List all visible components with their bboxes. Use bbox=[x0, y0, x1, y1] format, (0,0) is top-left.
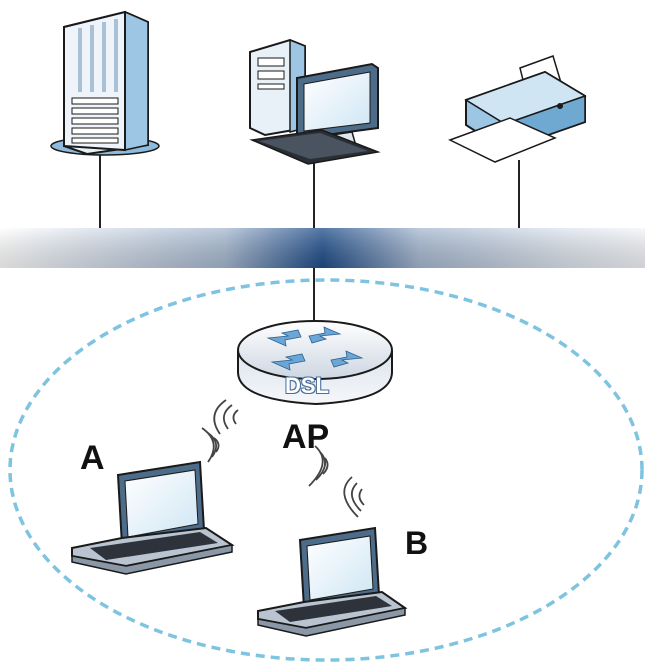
router-label: DSL bbox=[285, 373, 329, 398]
station-a-label: A bbox=[80, 439, 105, 477]
wireless-signal-icon bbox=[201, 399, 239, 463]
laptop-icon bbox=[257, 526, 408, 637]
access-point-label: AP bbox=[282, 418, 330, 456]
server-icon bbox=[50, 10, 160, 156]
wlan-boundary bbox=[8, 278, 644, 662]
printer-icon bbox=[448, 55, 587, 163]
wireless-signal-icon bbox=[308, 445, 365, 518]
dsl-router-icon bbox=[237, 320, 393, 406]
station-b-label: B bbox=[405, 525, 429, 561]
laptop-icon bbox=[71, 460, 235, 575]
desktop-computer-icon bbox=[249, 38, 381, 165]
